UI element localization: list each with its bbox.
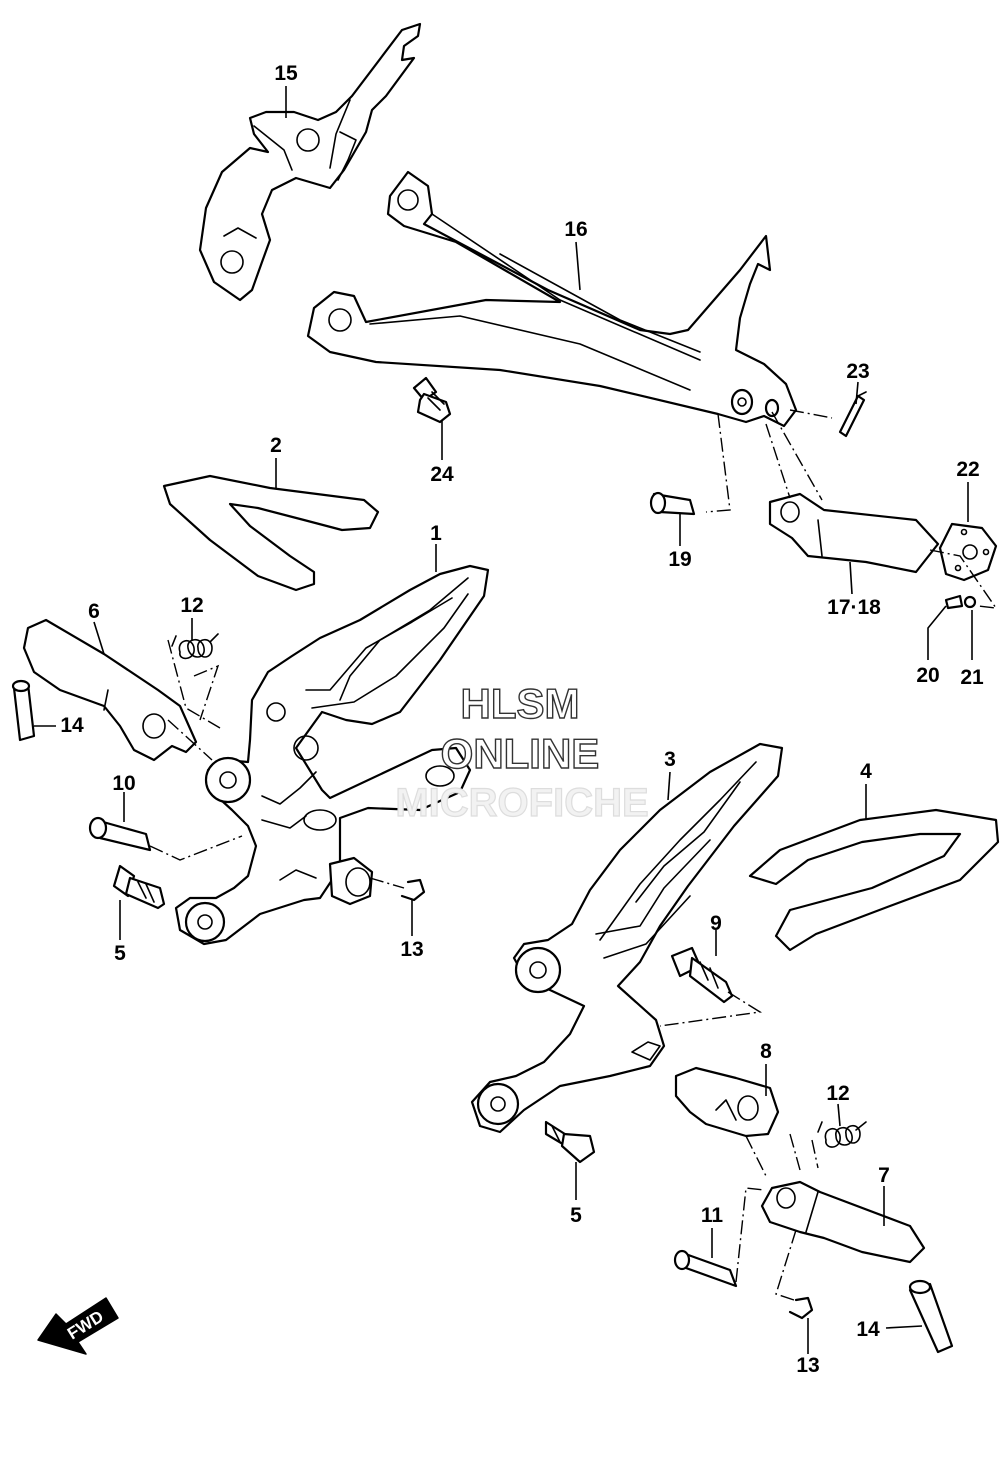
callouts: 15 16 23 24 2 22 1 19 17·18 12 6 20 21 1… — [60, 62, 984, 1377]
watermark-line-2: ONLINE — [441, 730, 600, 777]
part-23-cotter-pin — [838, 391, 867, 438]
callout-19: 19 — [668, 548, 691, 571]
callout-4: 4 — [860, 760, 872, 783]
assembly-lines — [149, 409, 998, 1301]
watermark-line-1: HLSM — [461, 680, 580, 727]
callout-13-left: 13 — [400, 938, 423, 961]
part-7-right-footpeg — [760, 1180, 926, 1264]
part-5-bolt-left — [112, 864, 166, 910]
part-5-bolt-right — [544, 1120, 596, 1164]
part-12-spring-left — [171, 633, 219, 660]
part-2-plate — [162, 474, 380, 592]
watermark-line-3: MICROFICHE — [395, 781, 648, 825]
callout-15: 15 — [274, 62, 298, 85]
part-10-pin — [88, 816, 152, 852]
callout-11: 11 — [701, 1204, 724, 1227]
part-21-ball — [963, 595, 977, 609]
forward-arrow-icon — [37, 1297, 119, 1355]
part-9-bolt — [670, 946, 734, 1004]
part-4-plate — [748, 808, 1000, 952]
part-1-shaft — [328, 856, 374, 906]
callout-13-right: 13 — [796, 1354, 819, 1377]
callout-14-left: 14 — [60, 714, 84, 737]
part-3-right-bracket — [470, 742, 784, 1134]
callout-16: 16 — [564, 218, 587, 241]
part-14-pin-left — [11, 679, 36, 742]
callout-12-left: 12 — [180, 594, 203, 617]
callout-17-18: 17·18 — [827, 596, 881, 619]
callout-5-left: 5 — [114, 942, 126, 965]
part-17-18-rear-footpeg — [768, 492, 940, 574]
part-8-shaft — [674, 1066, 780, 1138]
part-16-rear-bracket — [306, 170, 798, 428]
part-20-spring — [944, 594, 964, 610]
callout-6: 6 — [88, 600, 100, 623]
callout-14-right: 14 — [856, 1318, 880, 1341]
fwd-badge: FWD — [37, 1297, 119, 1355]
leader-lines — [34, 86, 973, 1354]
callout-8: 8 — [760, 1040, 772, 1063]
part-13-circlip-left — [400, 878, 426, 902]
part-15-bracket — [198, 22, 422, 302]
callout-2: 2 — [270, 434, 282, 457]
callout-9: 9 — [710, 912, 722, 935]
part-12-spring-right — [817, 1121, 867, 1148]
callout-10: 10 — [112, 772, 135, 795]
part-1-left-bracket — [174, 564, 490, 946]
part-14-pin-right — [908, 1279, 954, 1354]
callout-20: 20 — [916, 664, 939, 687]
callout-21: 21 — [960, 666, 984, 689]
callout-22: 22 — [956, 458, 979, 481]
part-19-pin — [649, 491, 696, 516]
callout-5-right: 5 — [570, 1204, 582, 1227]
callout-24: 24 — [430, 463, 454, 486]
part-13-circlip-right — [788, 1296, 814, 1320]
part-11-pin — [673, 1249, 738, 1288]
callout-7: 7 — [878, 1164, 890, 1187]
callout-23: 23 — [846, 360, 869, 383]
watermark: HLSM ONLINE MICROFICHE — [395, 679, 650, 825]
callout-3: 3 — [664, 748, 676, 771]
part-24-bolt — [412, 376, 452, 424]
callout-1: 1 — [430, 522, 442, 545]
part-6-left-footpeg — [22, 618, 198, 762]
callout-12-right: 12 — [826, 1082, 849, 1105]
part-22-plate — [938, 522, 998, 582]
